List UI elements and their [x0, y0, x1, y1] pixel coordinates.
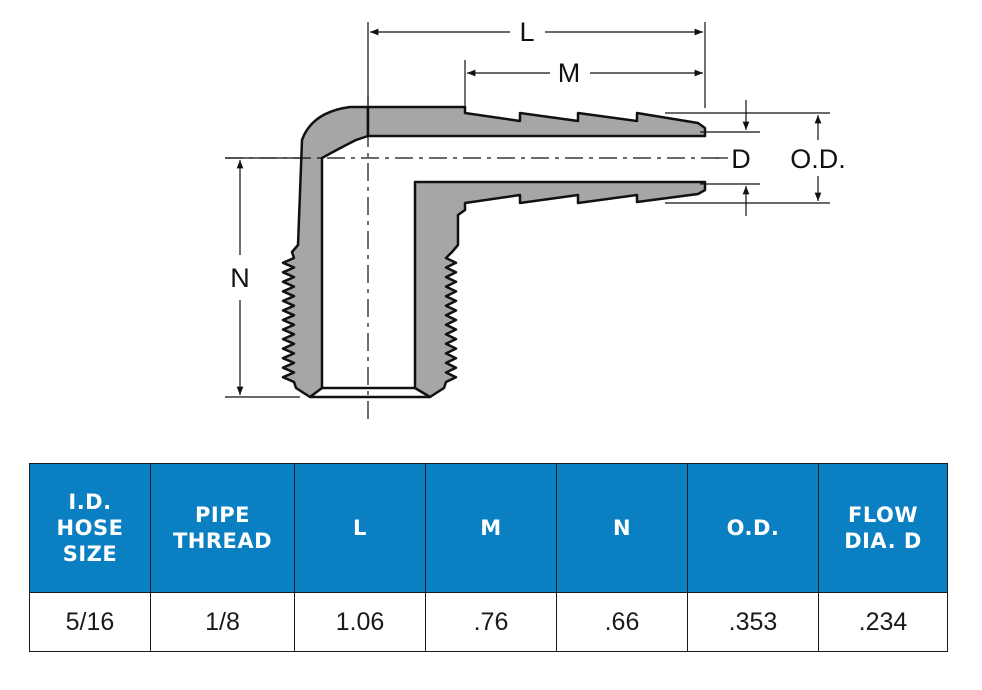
label-d: D: [731, 144, 751, 174]
extension-lines: [225, 22, 830, 398]
cell-od: .353: [687, 592, 819, 652]
elbow-fitting-body: [281, 105, 707, 399]
header-od: O.D.: [687, 463, 819, 593]
header-m: M: [425, 463, 557, 593]
header-id-hose-size: I.D. HOSE SIZE: [29, 463, 151, 593]
cell-l: 1.06: [294, 592, 426, 652]
table-header-row: I.D. HOSE SIZE PIPE THREAD L M N O.D. FL…: [29, 463, 948, 593]
header-l: L: [294, 463, 426, 593]
dimension-lines: [236, 28, 822, 395]
cell-n: .66: [556, 592, 688, 652]
header-pipe-thread: PIPE THREAD: [150, 463, 295, 593]
specification-table: I.D. HOSE SIZE PIPE THREAD L M N O.D. FL…: [29, 463, 948, 652]
table-row: 5/16 1/8 1.06 .76 .66 .353 .234: [29, 592, 948, 652]
label-l: L: [519, 17, 534, 47]
cell-m: .76: [425, 592, 557, 652]
center-lines: [225, 95, 725, 420]
label-n: N: [230, 263, 250, 293]
cell-id-hose-size: 5/16: [29, 592, 151, 652]
header-n: N: [556, 463, 688, 593]
cell-pipe-thread: 1/8: [150, 592, 295, 652]
label-m: M: [558, 58, 581, 88]
header-flow-dia-d: FLOW DIA. D: [818, 463, 948, 593]
fitting-dimension-diagram: L M N D O.D.: [225, 17, 846, 420]
label-od: O.D.: [790, 144, 846, 174]
cell-flow-dia-d: .234: [818, 592, 948, 652]
